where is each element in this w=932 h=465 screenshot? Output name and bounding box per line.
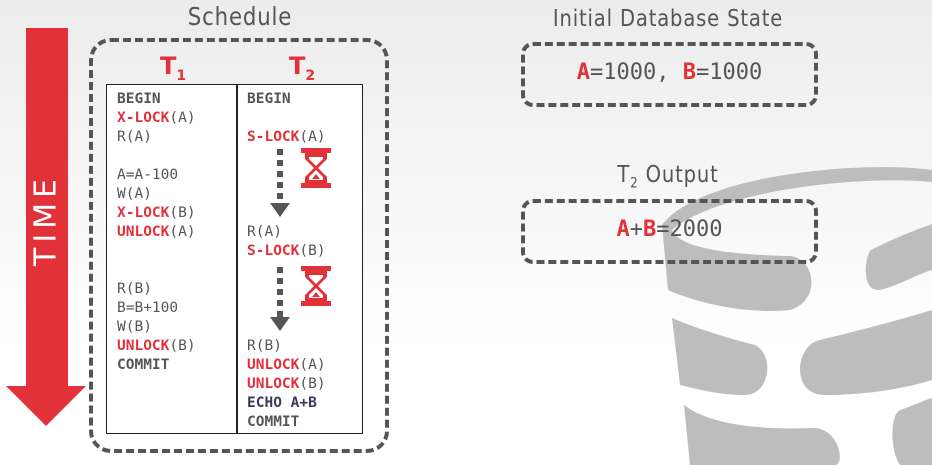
text-segment: X-LOCK	[117, 205, 170, 221]
text-segment: =1000	[695, 60, 763, 85]
operation-line: W(A)	[117, 185, 196, 204]
text-segment: W(A)	[117, 186, 152, 202]
schedule-title: Schedule	[187, 2, 293, 31]
text-segment: UNLOCK	[117, 338, 170, 354]
operation-line: UNLOCK(A)	[117, 223, 196, 242]
operation-line: UNLOCK(B)	[117, 337, 196, 356]
text-segment: UNLOCK	[117, 224, 170, 240]
text-segment: UNLOCK	[247, 357, 300, 373]
text-segment: B=B+100	[117, 300, 179, 316]
operation-line	[117, 261, 196, 280]
operation-line: R(B)	[247, 337, 326, 356]
operation-line: ECHO A+B	[247, 394, 326, 413]
t2-output-title: T2 Output	[617, 162, 719, 192]
text-segment: COMMIT	[247, 414, 300, 430]
operation-line	[117, 242, 196, 261]
text-segment: S-LOCK	[247, 129, 300, 145]
initial-state-title: Initial Database State	[552, 6, 784, 32]
text-segment: A	[616, 217, 630, 242]
operation-line: S-LOCK(B)	[247, 242, 326, 261]
text-segment: ECHO A+B	[247, 395, 317, 411]
operation-line: UNLOCK(B)	[247, 375, 326, 394]
text-segment: R(A)	[247, 224, 282, 240]
operation-line: BEGIN	[247, 90, 326, 109]
wait-indicators	[270, 148, 331, 331]
text-segment: UNLOCK	[247, 376, 300, 392]
hourglass-icon	[301, 266, 331, 306]
text-segment: (B)	[299, 243, 326, 259]
text-segment: +	[629, 217, 643, 242]
column-divider	[236, 85, 238, 433]
t2-output-box: A+B=2000	[521, 199, 818, 264]
text-segment: A=A-100	[117, 167, 179, 183]
text-segment: (B)	[299, 376, 326, 392]
text-segment: W(B)	[117, 319, 152, 335]
text-segment: BEGIN	[117, 91, 161, 107]
text-segment: (B)	[169, 338, 196, 354]
operation-line: X-LOCK(A)	[117, 109, 196, 128]
t2-output-value: A+B=2000	[525, 217, 814, 242]
text-segment: =1000,	[590, 60, 683, 85]
operation-line: R(A)	[117, 128, 196, 147]
operation-line: S-LOCK(A)	[247, 128, 326, 147]
text-segment: (A)	[299, 357, 326, 373]
t2-label: T2	[289, 52, 316, 84]
operation-line: R(A)	[247, 223, 326, 242]
text-segment: (A)	[299, 129, 326, 145]
hourglass-icon	[301, 148, 331, 188]
text-segment: (A)	[169, 224, 196, 240]
operation-line: BEGIN	[117, 90, 196, 109]
text-segment: R(B)	[117, 281, 152, 297]
operation-line: B=B+100	[117, 299, 196, 318]
time-arrow	[6, 28, 86, 426]
operation-line: COMMIT	[247, 413, 326, 432]
operation-line: R(B)	[117, 280, 196, 299]
text-segment: BEGIN	[247, 91, 291, 107]
operation-line: X-LOCK(B)	[117, 204, 196, 223]
text-segment: A	[576, 60, 591, 85]
operation-line	[247, 109, 326, 128]
text-segment: =2000	[656, 217, 723, 242]
operation-line	[117, 147, 196, 166]
text-segment: S-LOCK	[247, 243, 300, 259]
text-segment: R(B)	[247, 338, 282, 354]
text-segment: (B)	[169, 205, 196, 221]
wait-arrow-2	[270, 267, 290, 331]
time-label: TIME	[28, 173, 64, 267]
text-segment: (A)	[169, 110, 196, 126]
operation-line: A=A-100	[117, 166, 196, 185]
text-segment: COMMIT	[117, 357, 170, 373]
schedule-box	[89, 38, 389, 453]
text-segment: B	[682, 60, 696, 85]
initial-state-box: A=1000, B=1000	[521, 42, 818, 107]
initial-state-value: A=1000, B=1000	[525, 60, 814, 85]
text-segment: B	[643, 217, 657, 242]
operation-line: UNLOCK(A)	[247, 356, 326, 375]
operation-line: COMMIT	[117, 356, 196, 375]
text-segment: R(A)	[117, 129, 152, 145]
t1-label: T1	[160, 52, 187, 84]
text-segment: X-LOCK	[117, 110, 170, 126]
operation-line: W(B)	[117, 318, 196, 337]
wait-arrow-1	[270, 149, 290, 217]
